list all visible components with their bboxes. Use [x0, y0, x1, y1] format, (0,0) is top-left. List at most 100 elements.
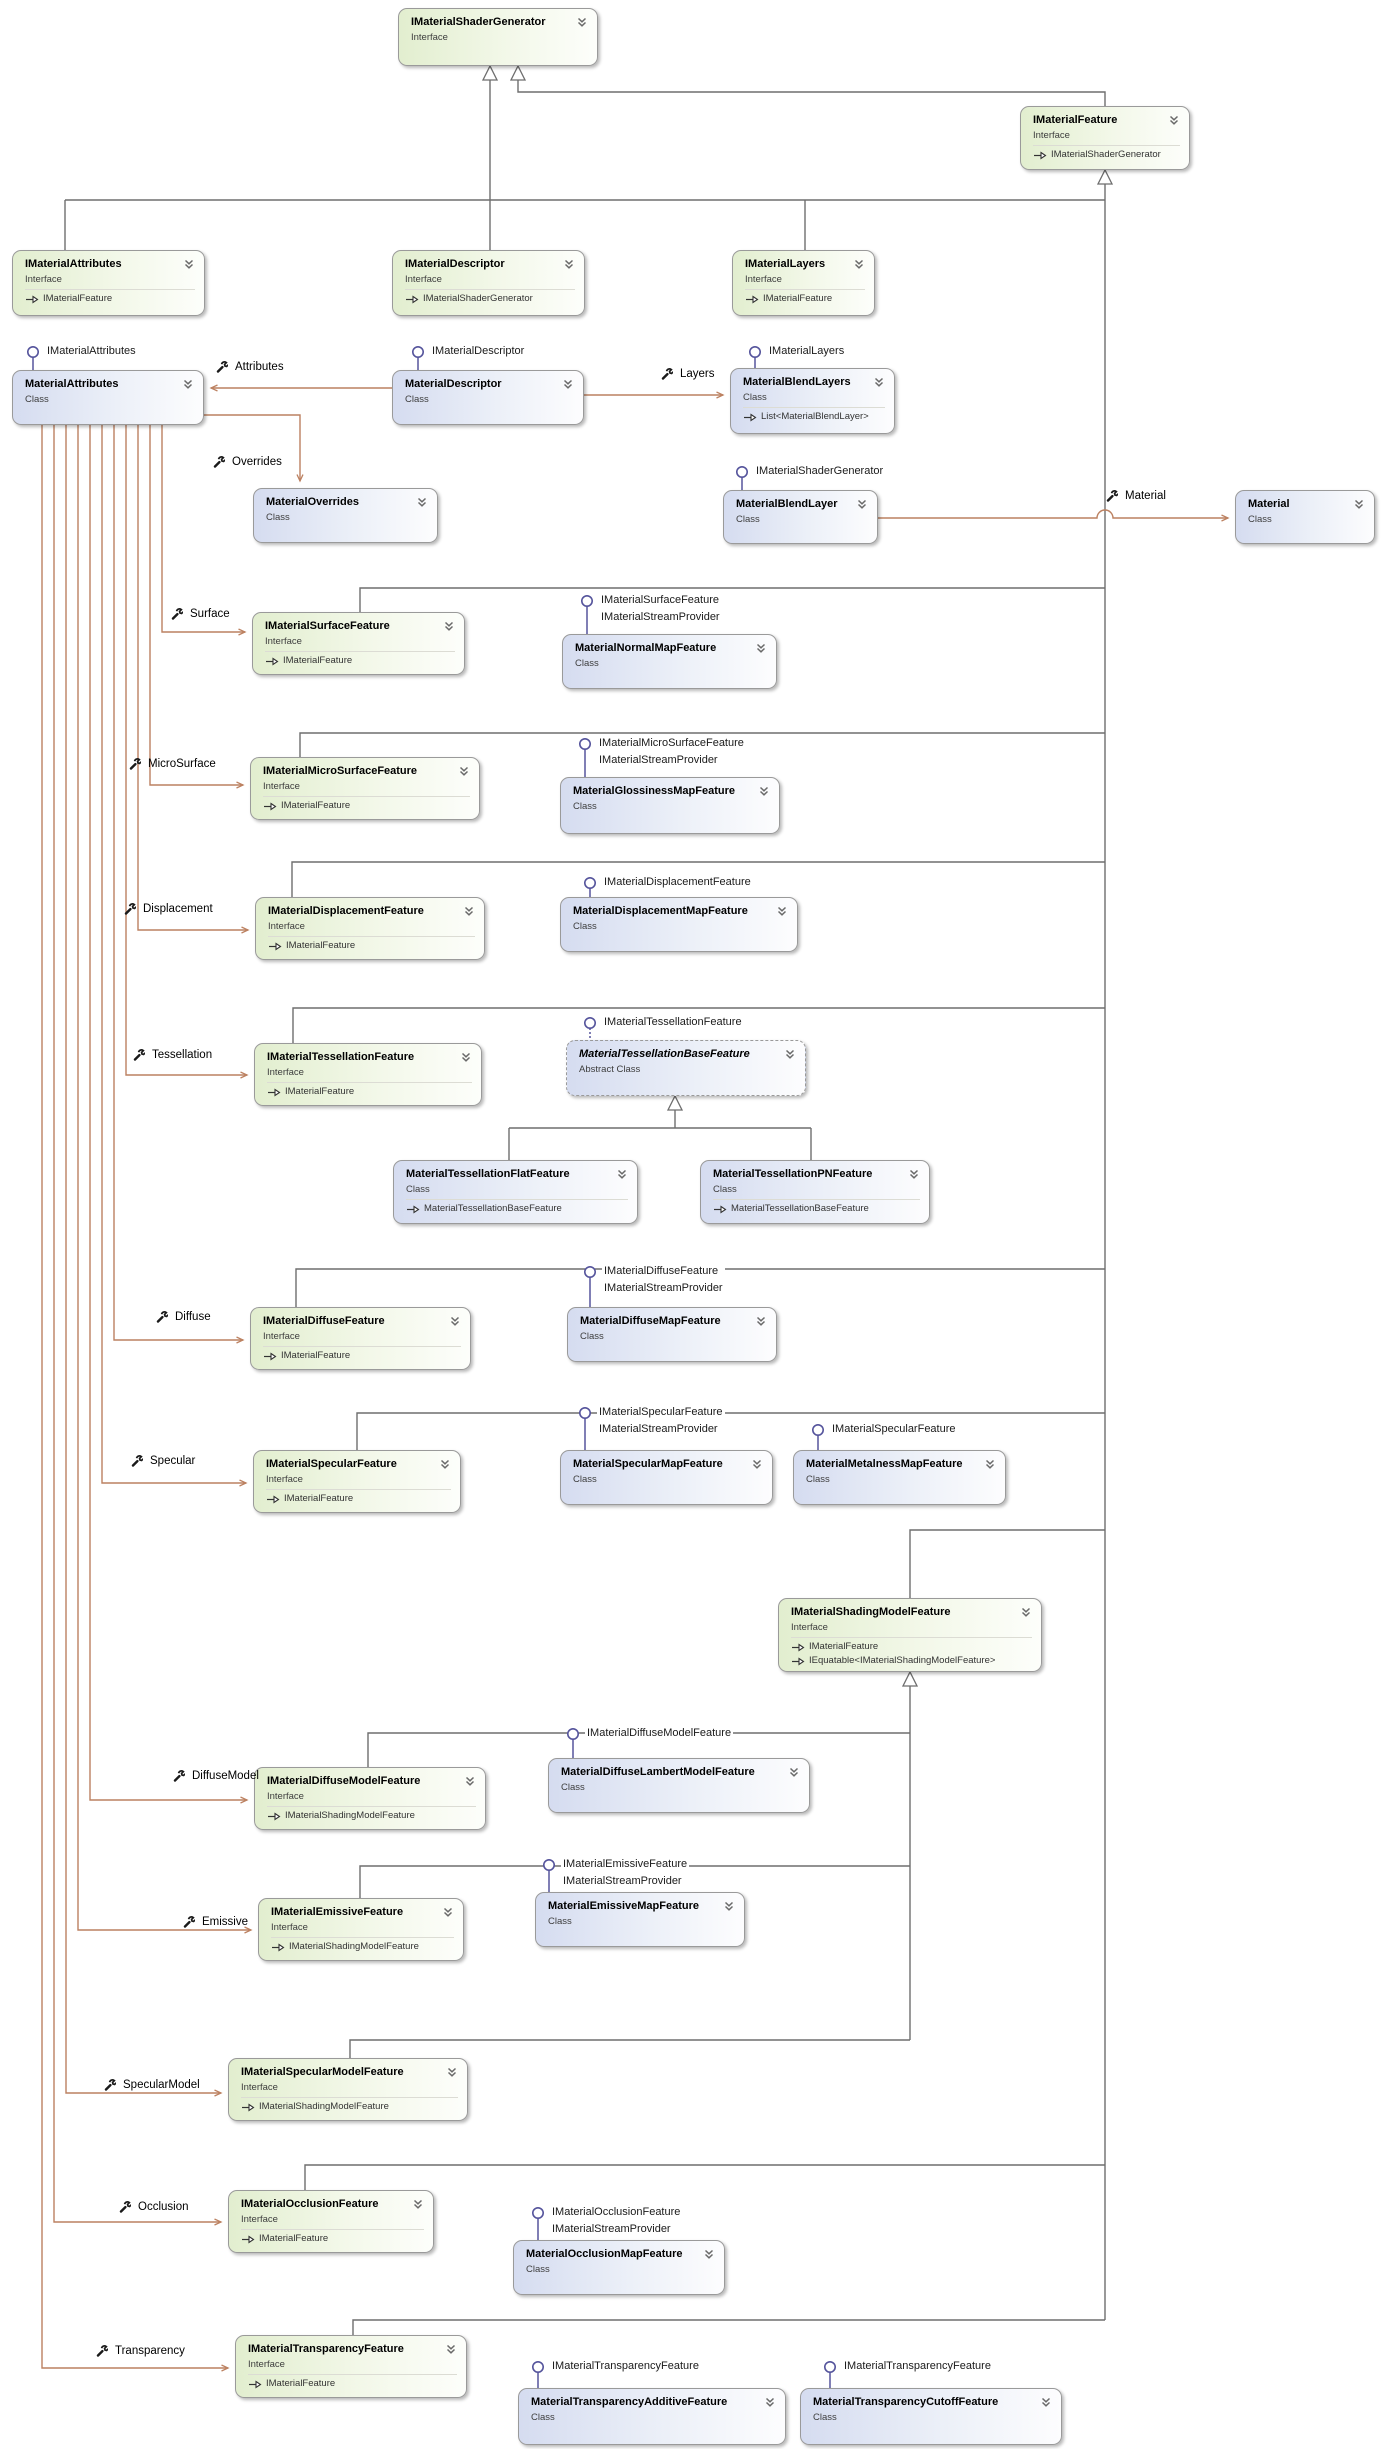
collapse-chevron-icon[interactable]: [1168, 114, 1180, 126]
collapse-chevron-icon[interactable]: [446, 2066, 458, 2078]
implements-entry: IMaterialShadingModelFeature: [267, 1809, 476, 1823]
collapse-chevron-icon[interactable]: [1040, 2396, 1052, 2408]
collapse-chevron-icon[interactable]: [758, 785, 770, 797]
collapse-chevron-icon[interactable]: [853, 258, 865, 270]
collapse-chevron-icon[interactable]: [723, 1900, 735, 1912]
collapse-chevron-icon[interactable]: [755, 1315, 767, 1327]
node-title: IMaterialTessellationFeature: [267, 1051, 415, 1063]
collapse-chevron-icon[interactable]: [416, 496, 428, 508]
collapse-chevron-icon[interactable]: [563, 258, 575, 270]
collapse-chevron-icon[interactable]: [776, 905, 788, 917]
implements-entry: IMaterialFeature: [266, 1492, 451, 1506]
collapse-chevron-icon[interactable]: [908, 1168, 920, 1180]
node-title: MaterialDisplacementMapFeature: [573, 905, 748, 917]
collapse-chevron-icon[interactable]: [788, 1766, 800, 1778]
implements-arrow-icon: [264, 1351, 277, 1361]
lollipop-interface-icon: [411, 345, 424, 358]
collapse-chevron-icon[interactable]: [764, 2396, 776, 2408]
collapse-chevron-icon[interactable]: [703, 2248, 715, 2260]
lollipop-label: IMaterialDescriptor: [430, 343, 527, 360]
lollipop-interface-icon: [811, 1424, 824, 1437]
collapse-chevron-icon[interactable]: [460, 1051, 472, 1063]
collapse-chevron-icon[interactable]: [458, 765, 470, 777]
node-title: IMaterialFeature: [1033, 114, 1118, 126]
lollipop-interface-icon: [26, 345, 39, 358]
collapse-chevron-icon[interactable]: [1020, 1606, 1032, 1618]
implements-entry: IMaterialShadingModelFeature: [271, 1940, 454, 1954]
association-label-material: Material: [1106, 490, 1166, 502]
collapse-chevron-icon[interactable]: [442, 1906, 454, 1918]
collapse-chevron-icon[interactable]: [449, 1315, 461, 1327]
collapse-chevron-icon[interactable]: [443, 620, 455, 632]
association-label-attributes: Attributes: [216, 361, 284, 373]
collapse-chevron-icon[interactable]: [984, 1458, 996, 1470]
collapse-chevron-icon[interactable]: [562, 378, 574, 390]
collapse-chevron-icon[interactable]: [616, 1168, 628, 1180]
collapse-chevron-icon[interactable]: [463, 905, 475, 917]
node-title: MaterialTessellationFlatFeature: [406, 1168, 570, 1180]
implements-entry: IMaterialFeature: [248, 2377, 457, 2391]
collapse-chevron-icon[interactable]: [873, 376, 885, 388]
node-kind-label: Class: [406, 1184, 430, 1195]
node-kind-label: Interface: [266, 1474, 303, 1485]
node-kind-label: Class: [561, 1782, 585, 1793]
collapse-chevron-icon[interactable]: [183, 258, 195, 270]
collapse-chevron-icon[interactable]: [755, 642, 767, 654]
collapse-chevron-icon[interactable]: [751, 1458, 763, 1470]
implements-arrow-icon: [272, 1942, 285, 1952]
collapse-chevron-icon[interactable]: [856, 498, 868, 510]
collapse-chevron-icon[interactable]: [412, 2198, 424, 2210]
collapse-chevron-icon[interactable]: [439, 1458, 451, 1470]
implements-arrow-icon: [267, 1494, 280, 1504]
lollipop-label: IMaterialTransparencyFeature: [842, 2358, 993, 2375]
collapse-chevron-icon[interactable]: [182, 378, 194, 390]
collapse-chevron-icon[interactable]: [576, 16, 588, 28]
collapse-chevron-icon[interactable]: [464, 1775, 476, 1787]
implements-arrow-icon: [792, 1656, 805, 1666]
implements-entry: IMaterialShaderGenerator: [405, 292, 575, 306]
implements-arrow-icon: [714, 1204, 727, 1214]
collapse-chevron-icon[interactable]: [1353, 498, 1365, 510]
collapse-chevron-icon[interactable]: [445, 2343, 457, 2355]
collapse-chevron-icon[interactable]: [784, 1048, 796, 1060]
